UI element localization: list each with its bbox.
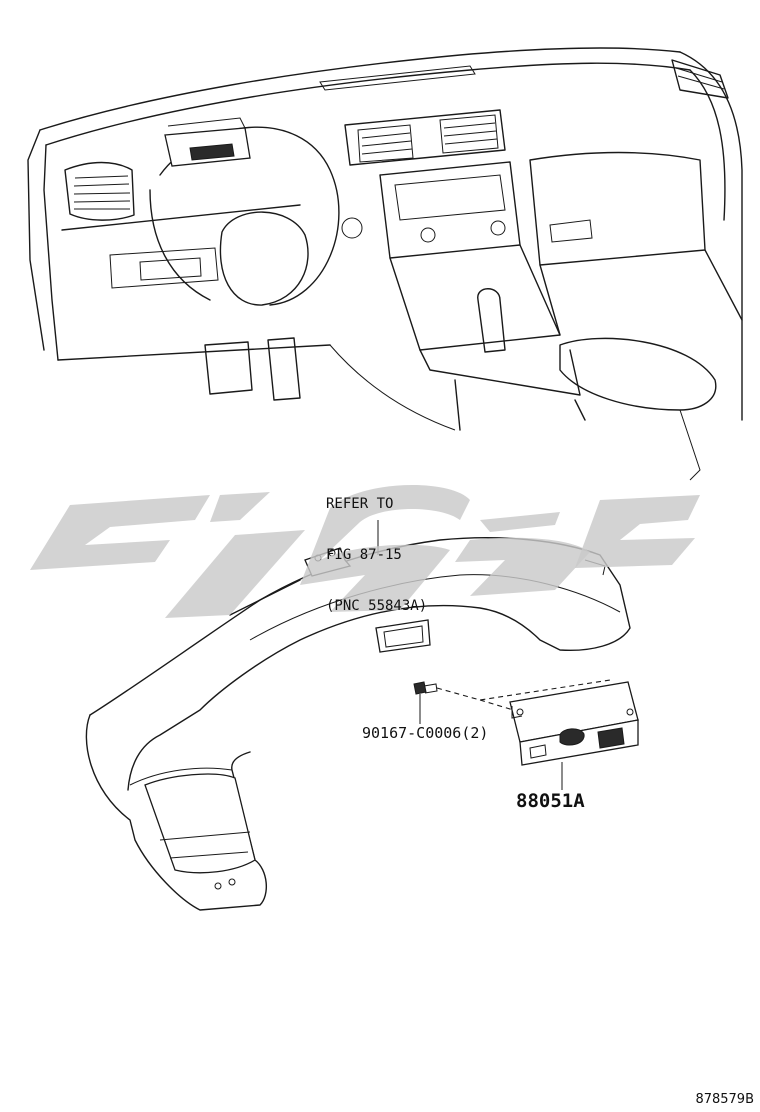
reference-note-line2: FIG 87-15	[326, 547, 402, 563]
control-unit-illustration	[413, 679, 639, 790]
reference-note: REFER TO FIG 87-15 (PNC 55843A)	[326, 462, 427, 649]
part-callout-screw[interactable]: 90167-C0006(2)	[362, 724, 489, 742]
reference-note-line1: REFER TO	[326, 496, 394, 512]
watermark-logo	[30, 485, 700, 618]
part-callout-control-unit[interactable]: 88051A	[516, 790, 585, 812]
reference-note-line3: (PNC 55843A)	[326, 598, 428, 614]
figure-code: 878579B	[695, 1092, 754, 1107]
dashboard-illustration	[27, 47, 743, 481]
